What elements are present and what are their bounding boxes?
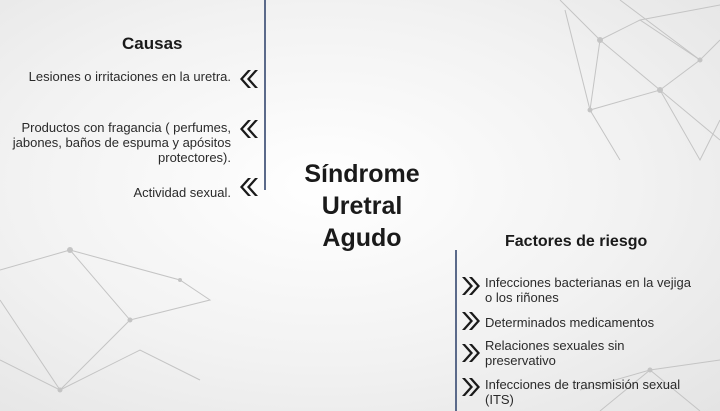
cause-item-3: Actividad sexual. — [133, 185, 231, 200]
main-title: Síndrome Uretral Agudo — [304, 160, 420, 252]
risk-factors-heading: Factores de riesgo — [505, 233, 648, 250]
double-chevron-right-icon — [462, 312, 480, 330]
double-chevron-left-icon — [240, 70, 258, 88]
causes-heading: Causas — [122, 34, 183, 53]
double-chevron-right-icon — [462, 378, 480, 396]
risk-item-2: Determinados medicamentos — [485, 315, 655, 330]
double-chevron-left-icon — [240, 178, 258, 196]
double-chevron-right-icon — [462, 277, 480, 295]
risk-divider-line — [455, 250, 457, 411]
double-chevron-left-icon — [240, 120, 258, 138]
cause-item-2: Productos con fragancia ( perfumes, jabo… — [12, 120, 231, 165]
causes-divider-line — [264, 0, 266, 190]
double-chevron-right-icon — [462, 344, 480, 362]
risk-item-3: Relaciones sexuales sin preservativo — [485, 338, 625, 368]
risk-item-4: Infecciones de transmisión sexual (ITS) — [485, 377, 681, 407]
risk-item-1: Infecciones bacterianas en la vejiga o l… — [485, 275, 691, 305]
cause-item-1: Lesiones o irritaciones en la uretra. — [28, 69, 231, 84]
